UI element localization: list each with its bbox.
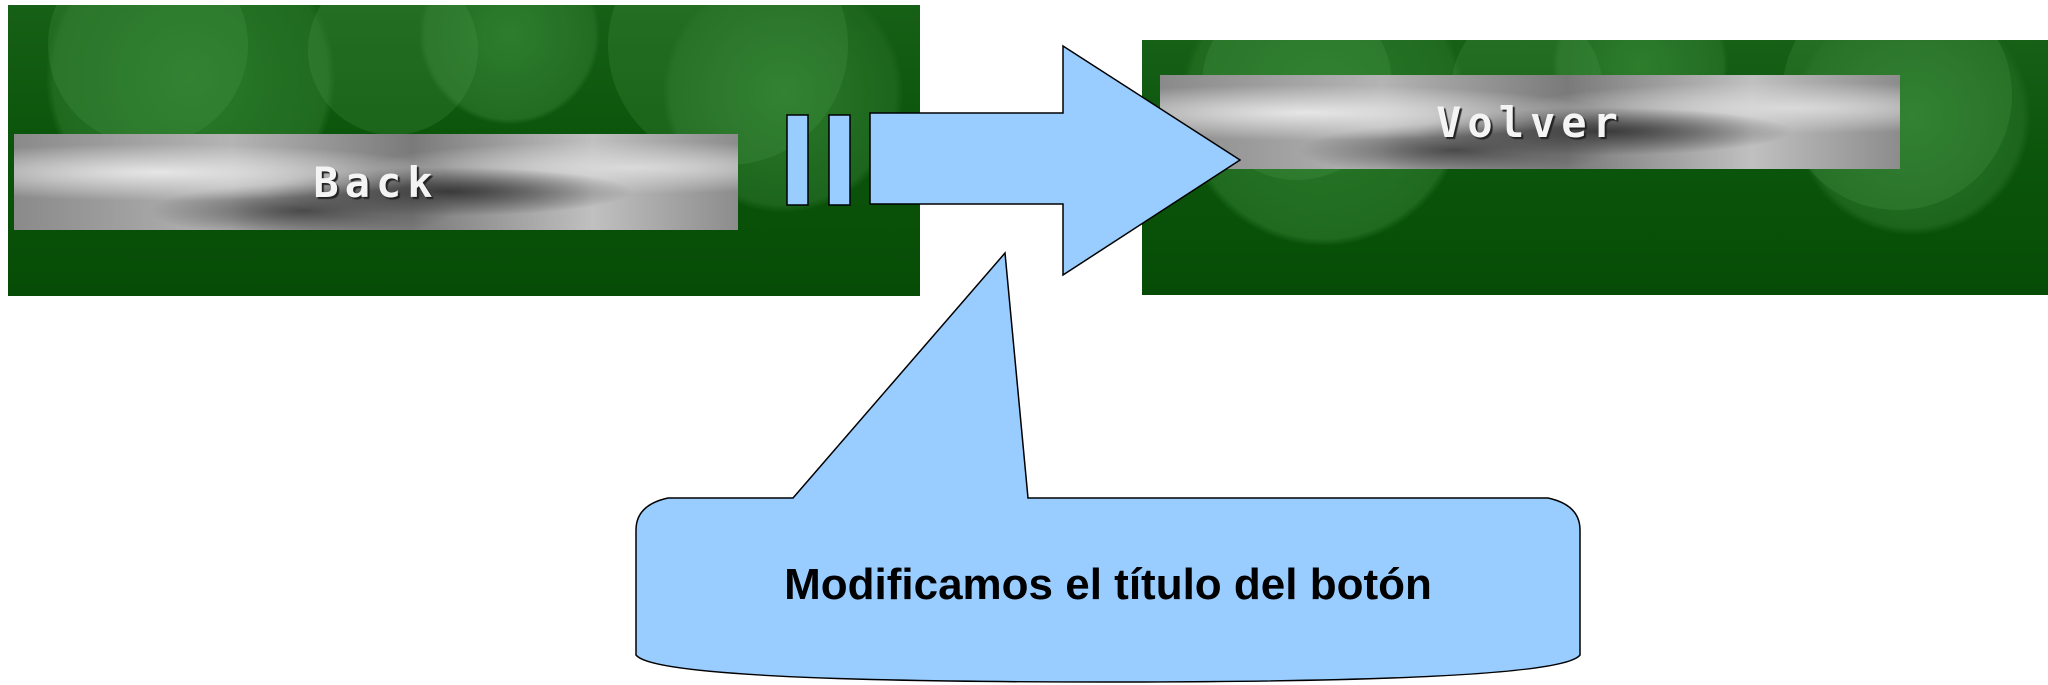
back-button-label: Back <box>313 157 439 207</box>
equals-bar-1 <box>786 114 809 206</box>
callout-text: Modificamos el título del botón <box>784 560 1432 609</box>
back-button[interactable]: Back <box>14 134 738 230</box>
volver-button-label: Volver <box>1436 97 1624 147</box>
speech-callout <box>635 251 1581 683</box>
equals-sign-bars <box>786 114 851 206</box>
transition-arrow <box>869 44 1242 277</box>
equals-bar-2 <box>828 114 851 206</box>
volver-button[interactable]: Volver <box>1160 75 1900 169</box>
